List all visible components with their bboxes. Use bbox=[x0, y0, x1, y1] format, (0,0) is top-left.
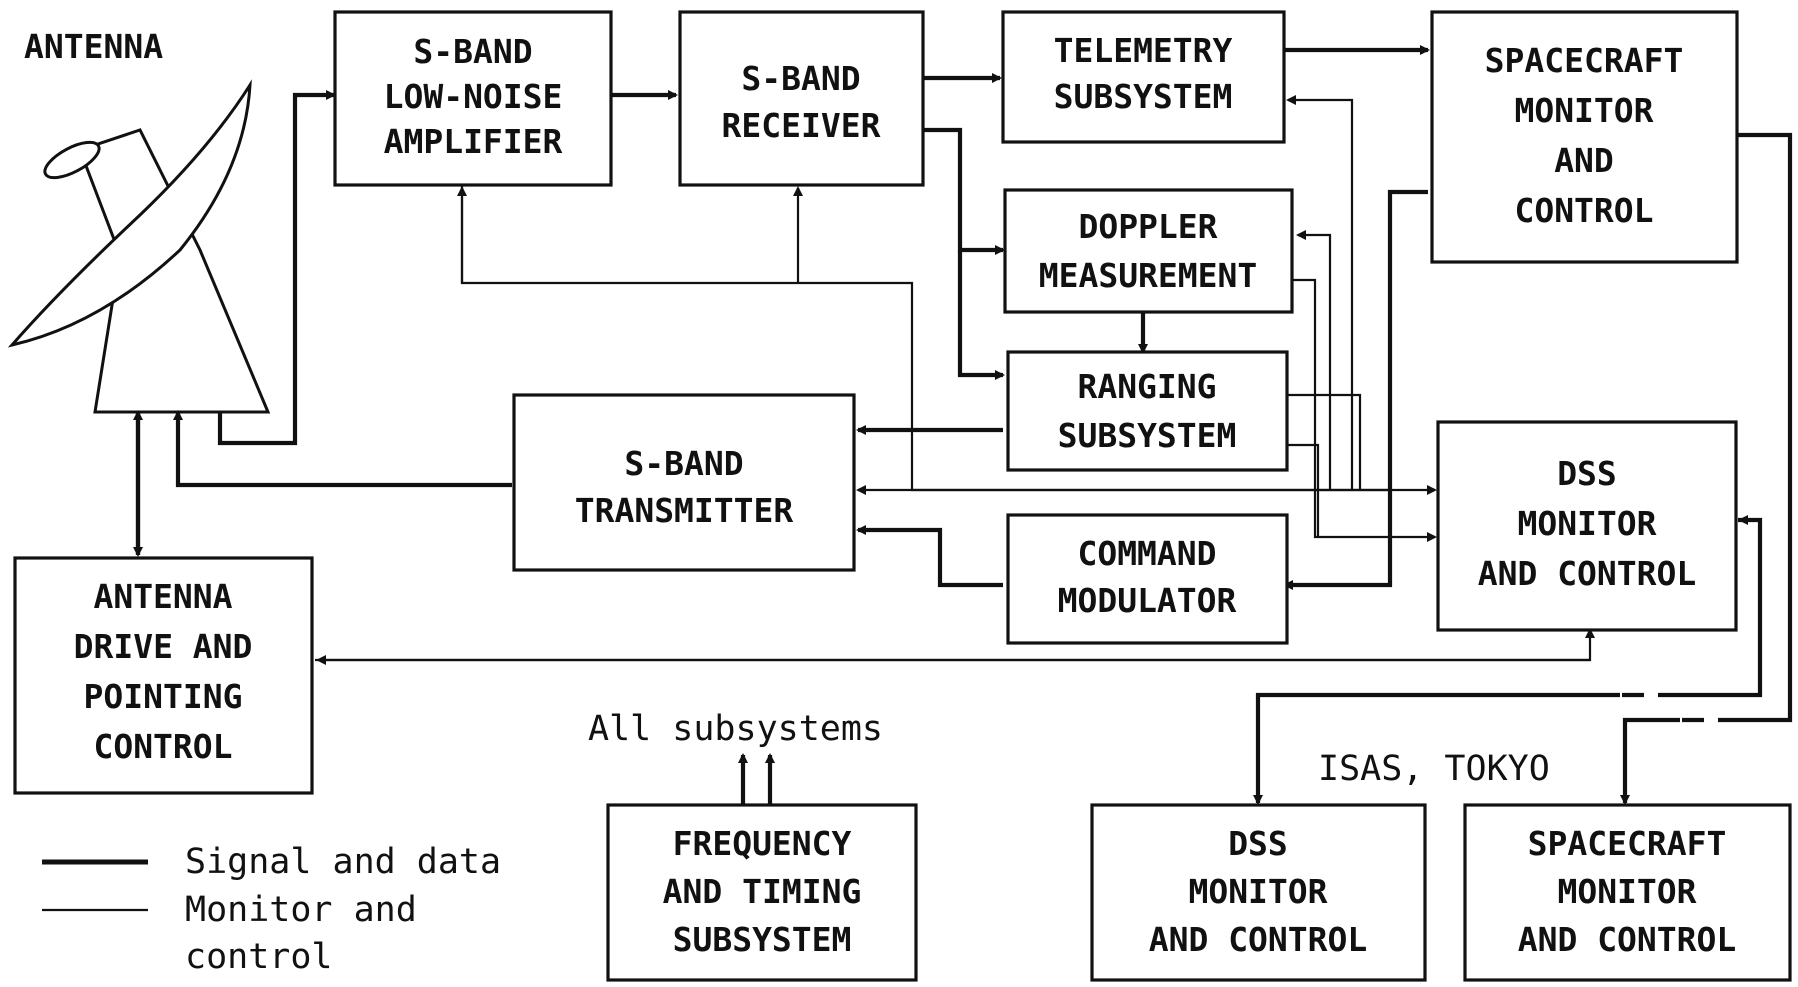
all-subsystems-label: All subsystems bbox=[588, 709, 883, 749]
command-modulator-box: COMMAND MODULATOR bbox=[1008, 515, 1287, 643]
dss-monitor-top-box: DSS MONITOR AND CONTROL bbox=[1438, 422, 1736, 630]
freq-line-1: FREQUENCY bbox=[673, 824, 852, 863]
doppler-line-1: DOPPLER bbox=[1078, 207, 1217, 246]
freq-line-3: SUBSYSTEM bbox=[673, 920, 852, 959]
sc-top-line-1: SPACECRAFT bbox=[1485, 41, 1684, 80]
antenna-drive-box: ANTENNA DRIVE AND POINTING CONTROL bbox=[15, 558, 312, 793]
sc-top-line-2: MONITOR bbox=[1514, 91, 1653, 130]
frequency-timing-box: FREQUENCY AND TIMING SUBSYSTEM bbox=[608, 805, 916, 980]
receiver-box: S-BAND RECEIVER bbox=[680, 12, 923, 185]
legend-monitor-label: Monitor and bbox=[185, 890, 417, 930]
transmitter-line-1: S-BAND bbox=[624, 444, 743, 483]
legend-signal-label: Signal and data bbox=[185, 842, 501, 882]
lna-line-2: LOW-NOISE bbox=[384, 77, 563, 116]
drive-line-1: ANTENNA bbox=[93, 577, 232, 616]
sc-tokyo-line-2: MONITOR bbox=[1557, 872, 1696, 911]
lna-line-1: S-BAND bbox=[413, 32, 532, 71]
command-line-1: COMMAND bbox=[1077, 534, 1216, 573]
legend-control-label: control bbox=[185, 937, 333, 977]
dss-top-line-2: MONITOR bbox=[1517, 504, 1656, 543]
legend: Signal and data Monitor and control bbox=[42, 842, 501, 977]
dss-top-line-3: AND CONTROL bbox=[1478, 554, 1697, 593]
lna-line-3: AMPLIFIER bbox=[384, 122, 563, 161]
freq-line-2: AND TIMING bbox=[663, 872, 862, 911]
command-line-2: MODULATOR bbox=[1058, 581, 1237, 620]
dss-monitor-tokyo-box: DSS MONITOR AND CONTROL bbox=[1092, 805, 1425, 980]
antenna-label: ANTENNA bbox=[24, 27, 163, 66]
telemetry-line-1: TELEMETRY bbox=[1054, 31, 1233, 70]
sc-tokyo-line-3: AND CONTROL bbox=[1518, 920, 1737, 959]
receiver-line-2: RECEIVER bbox=[722, 106, 881, 145]
telemetry-line-2: SUBSYSTEM bbox=[1054, 77, 1233, 116]
sc-tokyo-line-1: SPACECRAFT bbox=[1528, 824, 1727, 863]
ranging-box: RANGING SUBSYSTEM bbox=[1008, 352, 1287, 470]
sc-top-line-3: AND bbox=[1554, 141, 1614, 180]
ranging-line-2: SUBSYSTEM bbox=[1058, 416, 1237, 455]
spacecraft-monitor-tokyo-box: SPACECRAFT MONITOR AND CONTROL bbox=[1465, 805, 1790, 980]
drive-line-4: CONTROL bbox=[93, 727, 232, 766]
ranging-line-1: RANGING bbox=[1077, 367, 1216, 406]
spacecraft-monitor-top-box: SPACECRAFT MONITOR AND CONTROL bbox=[1432, 12, 1737, 262]
dss-tokyo-line-1: DSS bbox=[1228, 824, 1288, 863]
telemetry-box: TELEMETRY SUBSYSTEM bbox=[1003, 12, 1284, 142]
transmitter-line-2: TRANSMITTER bbox=[575, 491, 794, 530]
dss-tokyo-line-2: MONITOR bbox=[1188, 872, 1327, 911]
dss-top-line-1: DSS bbox=[1557, 454, 1617, 493]
transmitter-box: S-BAND TRANSMITTER bbox=[514, 395, 854, 570]
antenna-dish-icon bbox=[12, 85, 268, 412]
lna-box: S-BAND LOW-NOISE AMPLIFIER bbox=[335, 12, 611, 185]
sc-top-line-4: CONTROL bbox=[1514, 191, 1653, 230]
dss-tokyo-line-3: AND CONTROL bbox=[1149, 920, 1368, 959]
doppler-box: DOPPLER MEASUREMENT bbox=[1005, 190, 1292, 312]
isas-tokyo-label: ISAS, TOKYO bbox=[1318, 749, 1550, 789]
drive-line-2: DRIVE AND bbox=[74, 627, 253, 666]
drive-line-3: POINTING bbox=[84, 677, 243, 716]
receiver-line-1: S-BAND bbox=[741, 59, 860, 98]
doppler-line-2: MEASUREMENT bbox=[1039, 256, 1258, 295]
